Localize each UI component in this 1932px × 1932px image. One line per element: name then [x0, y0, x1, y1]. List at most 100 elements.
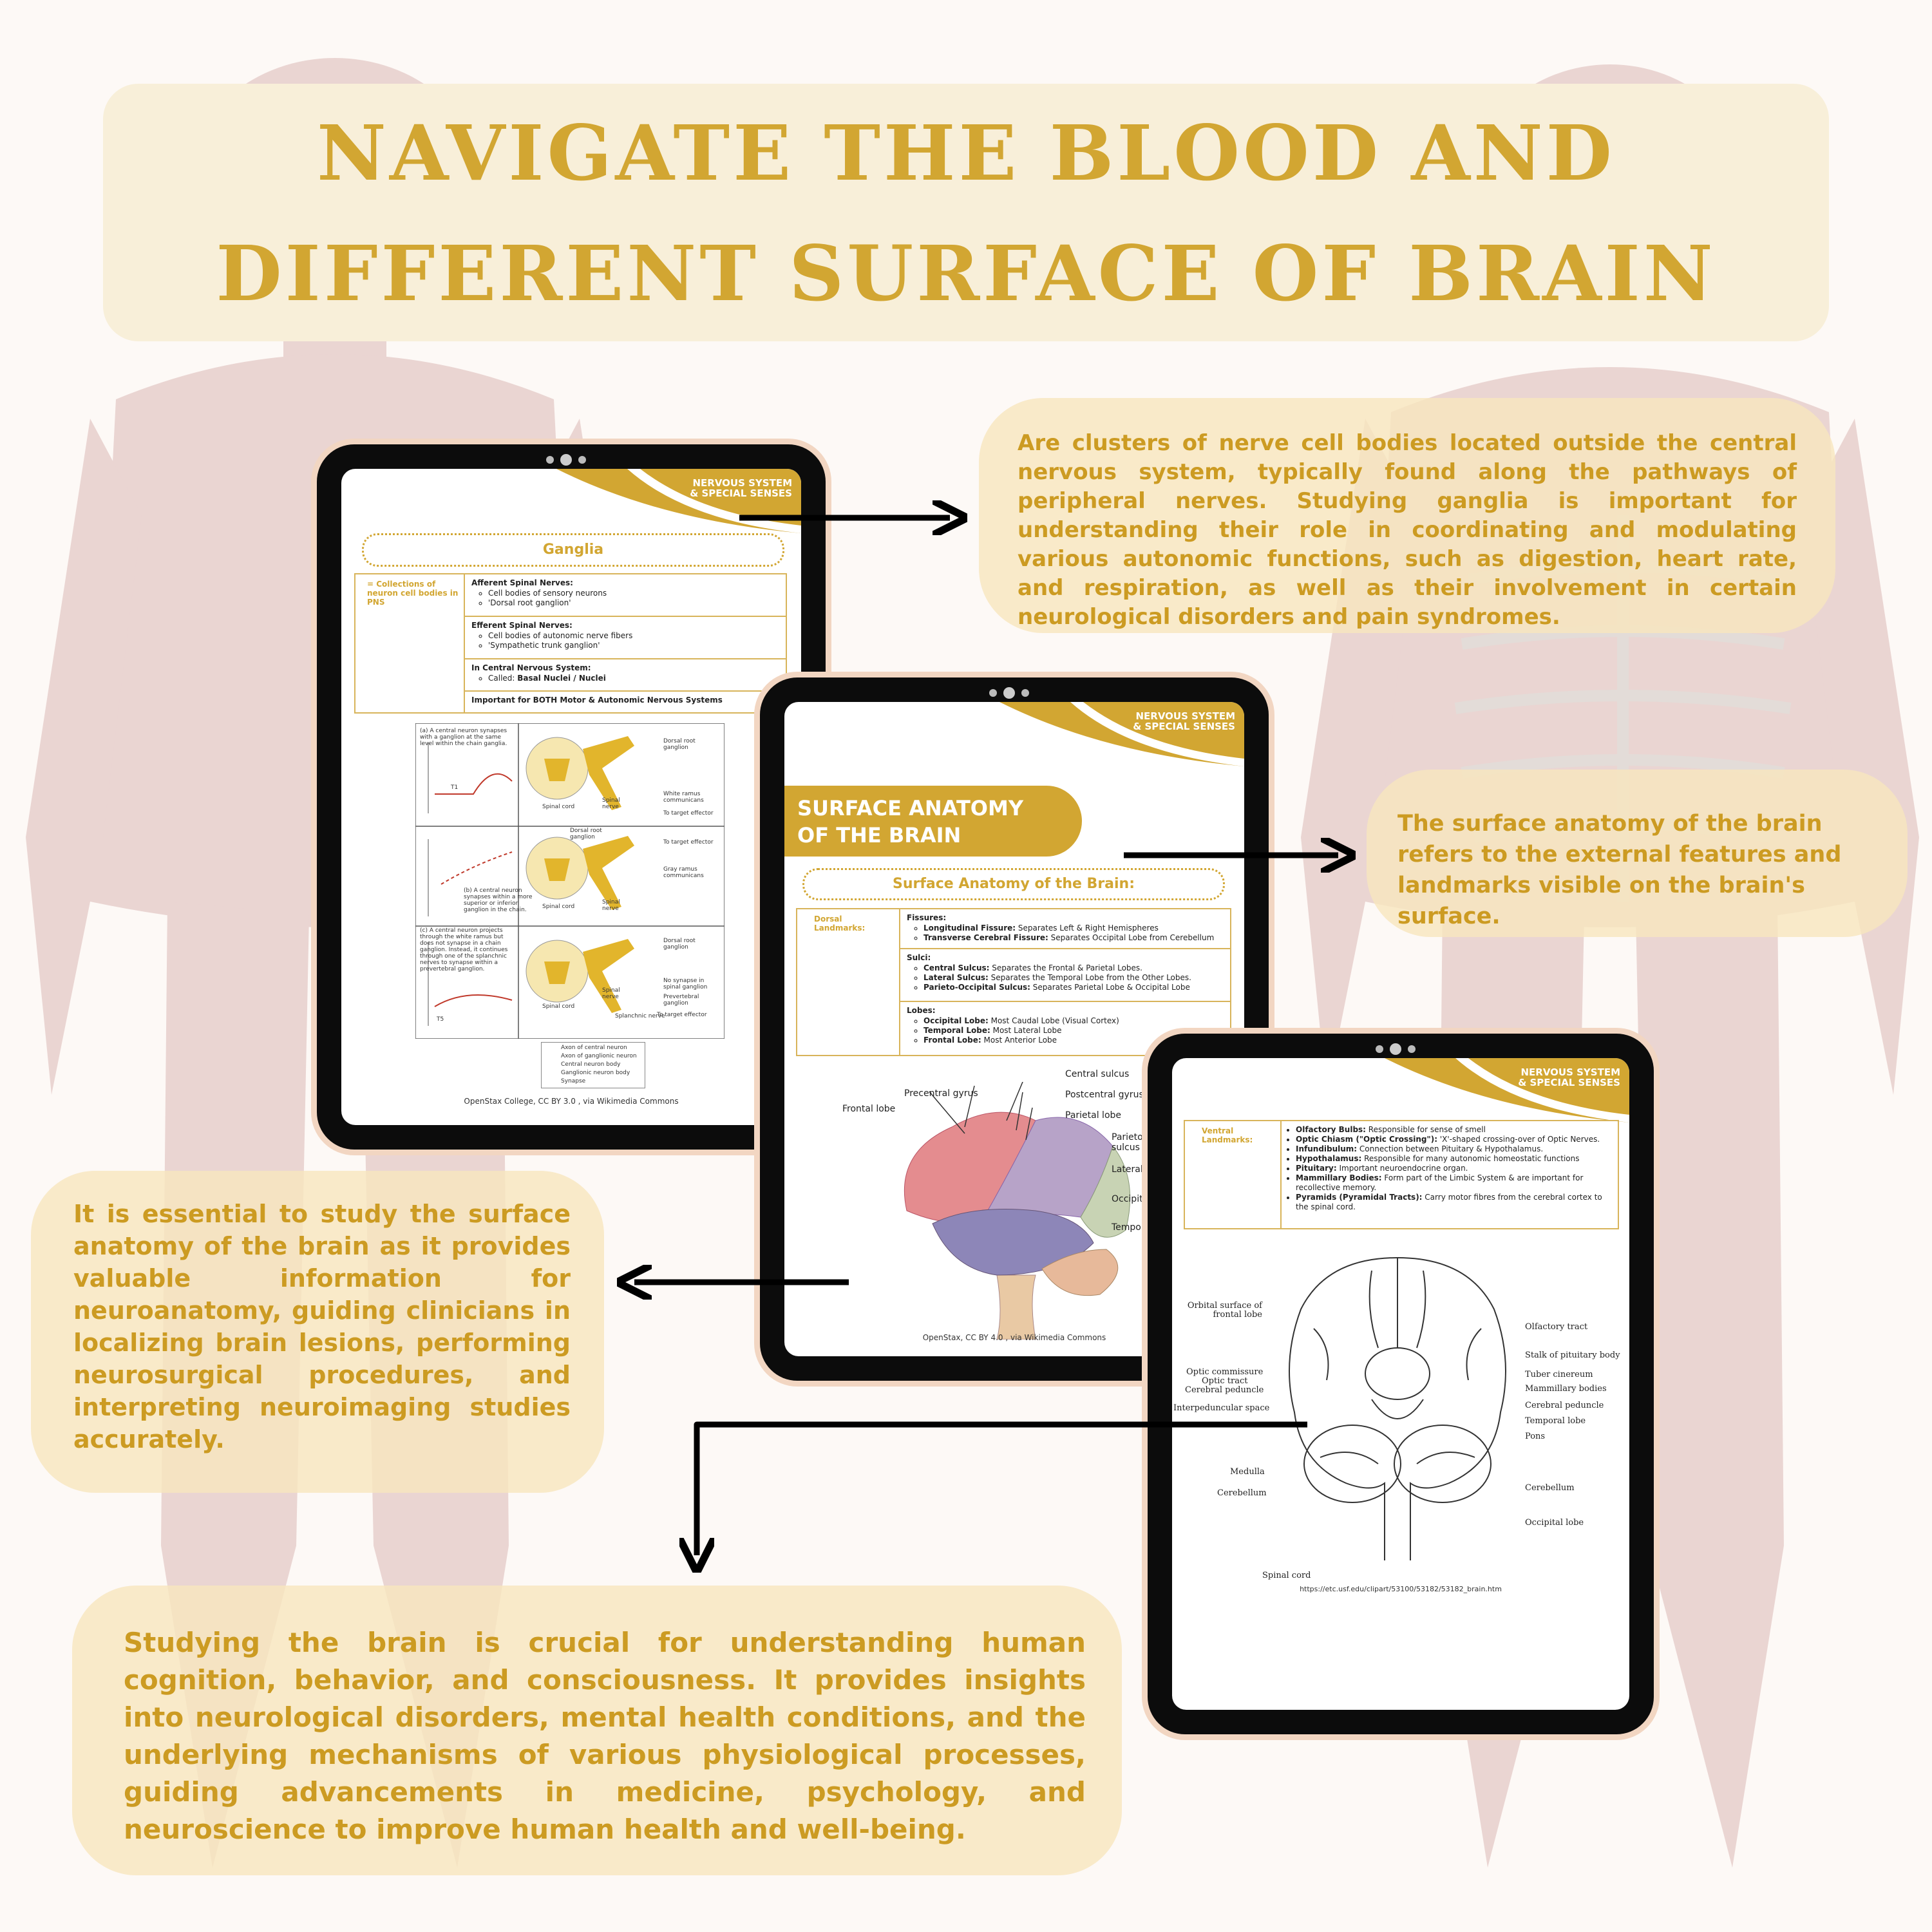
- ganglia-diagram: [415, 723, 724, 1039]
- tablet-ventral-landmarks: NERVOUS SYSTEM & SPECIAL SENSES Ventral …: [1148, 1034, 1654, 1734]
- diag-a-text: (a) A central neuron synapses with a gan…: [420, 728, 507, 747]
- diag-t1: T1: [451, 784, 459, 791]
- efferent-row: Efferent Spinal Nerves: Cell bodies of a…: [465, 617, 786, 659]
- title-banner: NAVIGATE THE BLOOD AND DIFFERENT SURFACE…: [103, 84, 1829, 341]
- sulci-item-1-bold: Central Sulcus:: [923, 963, 990, 972]
- diag-splanchnic: Splanchnic nerve: [615, 1013, 665, 1019]
- legend-item-5: Synapse: [561, 1078, 586, 1084]
- studying-description-bubble: Studying the brain is crucial for unders…: [72, 1586, 1122, 1875]
- sulci-item-1: Central Sulcus: Separates the Frontal & …: [923, 963, 1224, 973]
- fissure-item-2-bold: Transverse Cerebral Fissure:: [923, 933, 1048, 942]
- diag-c-text: (c) A central neuron projects through th…: [420, 927, 508, 972]
- ganglia-heading: Ganglia: [362, 533, 784, 567]
- label-sulcus: sulcus: [1112, 1142, 1140, 1153]
- lobes-row: Lobes: Occipital Lobe: Most Caudal Lobe …: [900, 1002, 1230, 1055]
- ventral-item-6: Mammillary Bodies: Form part of the Limb…: [1296, 1173, 1613, 1193]
- ventral-item-7-text: Carry motor fibres from the cerebral cor…: [1296, 1193, 1602, 1211]
- tablet-surface-anatomy: NERVOUS SYSTEM & SPECIAL SENSES SURFACE …: [760, 677, 1269, 1381]
- ventral-item-5: Pituitary: Important neuroendocrine orga…: [1296, 1164, 1613, 1173]
- ventral-item-3-bold: Infundibulum:: [1296, 1144, 1358, 1153]
- label-optic-tract: Optic tract: [1202, 1376, 1248, 1386]
- tablet-ganglia-screen: NERVOUS SYSTEM & SPECIAL SENSES Ganglia …: [341, 469, 801, 1125]
- fissures-row: Fissures: Longitudinal Fissure: Separate…: [900, 909, 1230, 949]
- lobes-item-1-text: Most Caudal Lobe (Visual Cortex): [988, 1016, 1119, 1025]
- label-cerebral-peduncle-right: Cerebral peduncle: [1525, 1401, 1604, 1410]
- dorsal-landmarks-table: Dorsal Landmarks: Fissures: Longitudinal…: [796, 908, 1231, 1056]
- lobes-title: Lobes:: [907, 1006, 936, 1015]
- surface-banner: SURFACE ANATOMY OF THE BRAIN: [784, 786, 1082, 857]
- ventral-item-1-text: Responsible for sense of smell: [1365, 1125, 1486, 1134]
- sulci-item-3: Parieto-Occipital Sulcus: Separates Pari…: [923, 983, 1224, 992]
- surface-banner-line-2: OF THE BRAIN: [797, 823, 961, 848]
- ventral-credit: https://etc.usf.edu/clipart/53100/53182/…: [1300, 1585, 1502, 1593]
- label-cerebral-peduncle-left: Cerebral peduncle: [1185, 1385, 1264, 1395]
- efferent-title: Efferent Spinal Nerves:: [471, 621, 573, 630]
- label-precentral-gyrus: Precentral gyrus: [904, 1088, 978, 1099]
- diag-spinal-nerve-2: Spinal nerve: [602, 899, 620, 912]
- ventral-item-1: Olfactory Bulbs: Responsible for sense o…: [1296, 1125, 1613, 1135]
- ventral-item-5-text: Important neuroendocrine organ.: [1336, 1164, 1468, 1173]
- label-mammillary-bodies: Mammillary bodies: [1525, 1384, 1607, 1394]
- label-cerebellum-left: Cerebellum: [1217, 1488, 1267, 1498]
- sulci-item-1-text: Separates the Frontal & Parietal Lobes.: [989, 963, 1142, 972]
- surface-heading-text: Surface Anatomy of the Brain:: [892, 876, 1135, 892]
- essential-description-bubble: It is essential to study the surface ana…: [31, 1171, 604, 1493]
- sulci-item-3-bold: Parieto-Occipital Sulcus:: [923, 983, 1030, 992]
- afferent-item-2: 'Dorsal root ganglion': [488, 598, 779, 608]
- label-spinal-cord: Spinal cord: [1262, 1571, 1311, 1580]
- diag-target-1: To target effector: [663, 810, 714, 817]
- afferent-row: Afferent Spinal Nerves: Cell bodies of s…: [465, 574, 786, 617]
- label-medulla: Medulla: [1230, 1467, 1265, 1477]
- lobes-item-2-bold: Temporal Lobe:: [923, 1026, 990, 1035]
- label-tuber-cinereum: Tuber cinereum: [1525, 1370, 1593, 1379]
- lobes-item-1-bold: Occipital Lobe:: [923, 1016, 989, 1025]
- legend-item-3: Central neuron body: [561, 1061, 621, 1068]
- diagram-legend: Axon of central neuron Axon of ganglioni…: [541, 1042, 645, 1088]
- label-temporal-lobe: Temporal lobe: [1525, 1416, 1586, 1426]
- surface-heading: Surface Anatomy of the Brain:: [802, 868, 1225, 900]
- tablet-ganglia: NERVOUS SYSTEM & SPECIAL SENSES Ganglia …: [317, 444, 826, 1150]
- ventral-item-5-bold: Pituitary:: [1296, 1164, 1337, 1173]
- label-orbital-surface: Orbital surface of frontal lobe: [1187, 1301, 1262, 1320]
- surface-banner-line-1: SURFACE ANATOMY: [797, 796, 1023, 820]
- lobes-item-3-bold: Frontal Lobe:: [923, 1036, 981, 1045]
- sulci-item-2-text: Separates the Temporal Lobe from the Oth…: [988, 973, 1191, 982]
- diag-dorsal-root-1: Dorsal root ganglion: [663, 738, 696, 751]
- ventral-item-2-bold: Optic Chiasm ("Optic Crossing"):: [1296, 1135, 1438, 1144]
- lobes-item-3-text: Most Anterior Lobe: [981, 1036, 1057, 1045]
- corner-label: NERVOUS SYSTEM & SPECIAL SENSES: [1133, 710, 1235, 732]
- fissure-item-2-text: Separates Occipital Lobe from Cerebellum: [1048, 933, 1215, 942]
- label-postcentral-gyrus: Postcentral gyrus: [1065, 1090, 1144, 1100]
- diag-prevertebral: Prevertebral ganglion: [663, 994, 699, 1007]
- label-parietal-lobe: Parietal lobe: [1065, 1110, 1122, 1121]
- dorsal-landmarks-label: Dorsal Landmarks:: [797, 909, 900, 1055]
- diag-target-2: To target effector: [663, 839, 714, 846]
- label-frontal-lobe: Frontal lobe: [842, 1104, 896, 1114]
- diag-dorsal-root-2: Dorsal root ganglion: [570, 828, 602, 840]
- ventral-item-4: Hypothalamus: Responsible for many auton…: [1296, 1154, 1613, 1164]
- fissure-item-2: Transverse Cerebral Fissure: Separates O…: [923, 933, 1224, 943]
- diag-spinal-cord-2: Spinal cord: [542, 904, 575, 910]
- label-optic-commissure: Optic commissure: [1186, 1367, 1264, 1377]
- ventral-item-6-text: Form part of the Limbic System & are imp…: [1296, 1173, 1584, 1192]
- title-line-1: NAVIGATE THE BLOOD AND: [316, 108, 1616, 198]
- legend-item-2: Axon of ganglionic neuron: [561, 1053, 637, 1059]
- afferent-item-1: Cell bodies of sensory neurons: [488, 589, 779, 598]
- ganglia-table-left: = Collections of neuron cell bodies in P…: [355, 574, 465, 712]
- label-parieto: Parieto: [1112, 1132, 1143, 1142]
- lobes-item-2-text: Most Lateral Lobe: [990, 1026, 1062, 1035]
- cns-title: In Central Nervous System:: [471, 663, 591, 672]
- camera-dots: [1372, 1041, 1430, 1057]
- ganglia-description: Are clusters of nerve cell bodies locate…: [1018, 430, 1797, 630]
- cns-called-bold: Basal Nuclei / Nuclei: [517, 674, 606, 683]
- title-line-2: DIFFERENT SURFACE OF BRAIN: [216, 229, 1716, 318]
- diag-spinal-cord-3: Spinal cord: [542, 1003, 575, 1010]
- lobes-item-3: Frontal Lobe: Most Anterior Lobe: [923, 1036, 1224, 1045]
- corner-label: NERVOUS SYSTEM & SPECIAL SENSES: [1518, 1066, 1620, 1088]
- corner-swoosh: [999, 702, 1244, 766]
- ganglia-description-bubble: Are clusters of nerve cell bodies locate…: [979, 398, 1835, 633]
- sulci-item-2-bold: Lateral Sulcus:: [923, 973, 989, 982]
- ventral-item-2: Optic Chiasm ("Optic Crossing"): 'X'-sha…: [1296, 1135, 1613, 1144]
- diag-target-3: To target effector: [657, 1012, 707, 1018]
- corner-label: NERVOUS SYSTEM & SPECIAL SENSES: [690, 477, 792, 499]
